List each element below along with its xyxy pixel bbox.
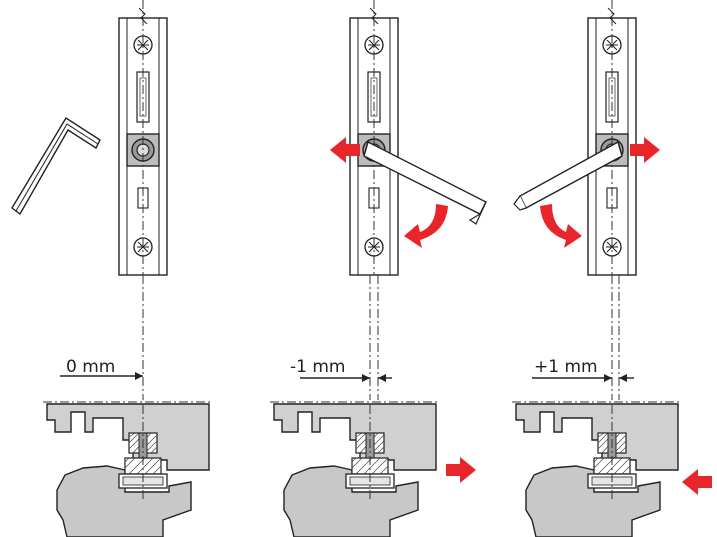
cross-section <box>42 401 214 537</box>
arrow-icon <box>682 469 712 495</box>
allen-key-icon <box>11 117 101 216</box>
panel-minus: -1 mm <box>269 0 487 537</box>
allen-key-icon <box>363 140 487 225</box>
hinge-strip <box>349 0 399 276</box>
cross-section <box>511 401 683 537</box>
hinge-strip <box>118 0 168 276</box>
offset-label: +1 mm <box>534 357 598 377</box>
curved-arrow-icon <box>540 204 582 248</box>
panel-neutral: 0 mm <box>11 0 214 537</box>
hinge-strip <box>587 0 637 276</box>
curved-arrow-icon <box>404 204 448 248</box>
allen-key-icon <box>513 140 623 211</box>
offset-label: 0 mm <box>66 357 115 377</box>
offset-label: -1 mm <box>290 357 345 377</box>
panel-plus: +1 mm <box>511 0 712 537</box>
arrow-icon <box>446 457 476 483</box>
cross-section <box>269 401 441 537</box>
